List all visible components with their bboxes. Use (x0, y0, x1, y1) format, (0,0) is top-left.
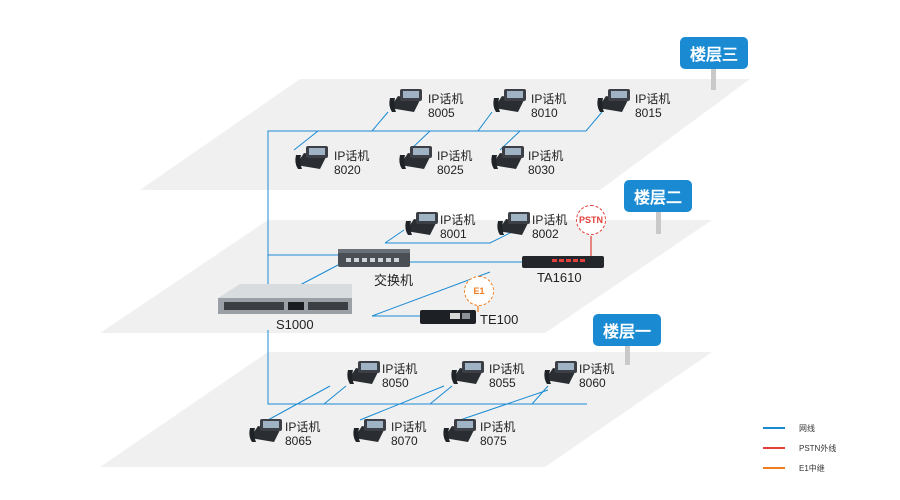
lan-switch-server (299, 264, 339, 286)
legend-item-lan: 网线 (763, 418, 836, 438)
phone-ext: 8015 (635, 106, 662, 120)
floor-label-one: 楼层一 (593, 314, 662, 346)
lan-link-8060 (531, 385, 549, 405)
phone-label: IP话机 (285, 420, 321, 434)
pstn-badge: PSTN (576, 205, 606, 235)
lan-link-8005 (371, 111, 389, 132)
phone-label: IP话机 (480, 420, 516, 434)
lan-link-8055 (429, 385, 453, 405)
legend-swatch-lan (763, 427, 785, 429)
legend-swatch-e1 (763, 467, 785, 469)
lan-link-8020 (293, 130, 319, 151)
switch-device (338, 249, 410, 267)
legend-swatch-pstn (763, 447, 785, 449)
phone-ext: 8070 (391, 434, 418, 448)
phone-ext: 8075 (480, 434, 507, 448)
lan-link-8010 (477, 111, 493, 132)
floor-post-three (711, 60, 716, 90)
phone-label: IP话机 (489, 362, 525, 376)
phone-label: IP话机 (440, 213, 476, 227)
lan-trunk-floor1 (267, 330, 587, 405)
phone-label: IP话机 (334, 149, 370, 163)
legend-item-e1: E1中继 (763, 458, 836, 478)
phone-label: IP话机 (532, 213, 568, 227)
lan-link-8065 (267, 385, 331, 421)
s1000-label: S1000 (276, 317, 314, 332)
phone-ext: 8002 (532, 227, 559, 241)
phone-label: IP话机 (531, 92, 567, 106)
e1-badge: E1 (464, 276, 494, 306)
ta1610-device (522, 256, 604, 268)
floor-label-three: 楼层三 (680, 37, 749, 69)
phone-ext: 8030 (528, 163, 555, 177)
phone-label: IP话机 (382, 362, 418, 376)
phone-label: IP话机 (528, 149, 564, 163)
s1000-server (218, 284, 352, 314)
phone-ext: 8025 (437, 163, 464, 177)
phone-ext: 8060 (579, 376, 606, 390)
phone-ext: 8020 (334, 163, 361, 177)
legend-item-pstn: PSTN外线 (763, 438, 836, 458)
phone-label: IP话机 (635, 92, 671, 106)
legend-label: PSTN外线 (799, 443, 837, 453)
lan-link-8075 (459, 389, 549, 421)
phone-ext: 8010 (531, 106, 558, 120)
lan-trunk-floor3 (267, 130, 586, 286)
phone-ext: 8050 (382, 376, 409, 390)
legend: 网线 PSTN外线 E1中继 (763, 418, 836, 478)
phone-ext: 8055 (489, 376, 516, 390)
floor-post-one (625, 335, 630, 365)
te100-label: TE100 (480, 312, 519, 327)
phone-label: IP话机 (391, 420, 427, 434)
ta1610-label: TA1610 (537, 270, 582, 285)
phone-ext: 8001 (440, 227, 467, 241)
lan-link-8001 (384, 229, 405, 244)
phone-ext: 8005 (428, 106, 455, 120)
floor-post-two (656, 200, 661, 234)
legend-label: E1中继 (799, 463, 825, 473)
lan-link-8070 (359, 385, 445, 421)
phone-label: IP话机 (428, 92, 464, 106)
switch-label: 交换机 (374, 273, 414, 288)
phone-label: IP话机 (579, 362, 615, 376)
lan-link-8015 (585, 111, 603, 132)
legend-label: 网线 (799, 423, 815, 433)
lan-link-8050 (323, 385, 347, 405)
floor-label-two: 楼层二 (624, 180, 693, 212)
te100-device (420, 310, 476, 324)
phone-label: IP话机 (437, 149, 473, 163)
floor-plane-three (140, 79, 750, 190)
phone-ext: 8065 (285, 434, 312, 448)
